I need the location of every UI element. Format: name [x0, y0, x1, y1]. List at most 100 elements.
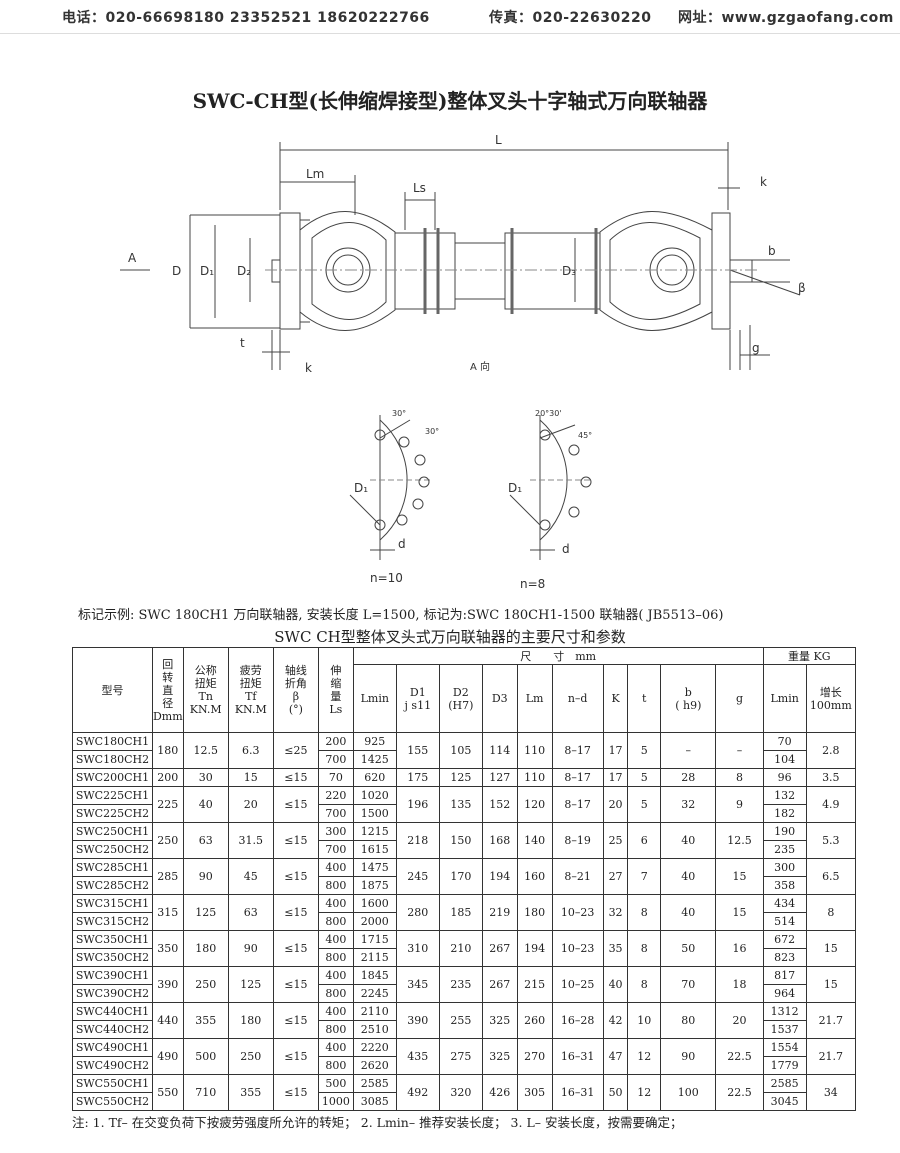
cell-lm: 110 — [516, 768, 553, 787]
cell-dmm: 390 — [151, 966, 184, 1003]
label-D1: D₁ — [200, 264, 214, 278]
cell-d3: 267 — [481, 966, 518, 1003]
fax-text: 传真：020-22630220 — [489, 10, 652, 26]
cell-k: 27 — [602, 858, 629, 895]
th-size: 尺 寸 mm — [352, 647, 764, 665]
cell-lmin: 2510 — [352, 1020, 397, 1039]
cell-weight: 434 — [762, 894, 807, 913]
label-k-top: k — [760, 175, 767, 189]
cell-dmm: 440 — [151, 1002, 184, 1039]
cell-model: SWC315CH2 — [72, 912, 153, 931]
cell-weight: 1537 — [762, 1020, 807, 1039]
cell-lmin: 2220 — [352, 1038, 397, 1057]
cell-dmm: 200 — [151, 768, 184, 787]
cell-model: SWC250CH1 — [72, 822, 153, 841]
cell-weight: 964 — [762, 984, 807, 1003]
cell-tf: 45 — [227, 858, 274, 895]
cell-weight: 514 — [762, 912, 807, 931]
cell-d2: 235 — [438, 966, 483, 1003]
cell-ls: 500 — [317, 1074, 354, 1093]
cell-lmin: 2245 — [352, 984, 397, 1003]
cell-lmin: 2585 — [352, 1074, 397, 1093]
cell-beta: ≤15 — [272, 1002, 319, 1039]
cell-ls: 400 — [317, 966, 354, 985]
cell-d1: 175 — [395, 768, 440, 787]
cell-d1: 390 — [395, 1002, 440, 1039]
th-nd: n–d — [551, 664, 604, 733]
cell-b: – — [660, 732, 717, 769]
cell-tn: 40 — [182, 786, 229, 823]
cell-model: SWC180CH1 — [72, 732, 153, 751]
cell-lm: 305 — [516, 1074, 553, 1111]
cell-d3: 426 — [481, 1074, 518, 1111]
cell-increment: 21.7 — [805, 1038, 857, 1075]
cell-t: 5 — [627, 786, 662, 823]
label-dj-10: D₁ — [354, 481, 368, 495]
cell-b: 32 — [660, 786, 717, 823]
cell-tn: 125 — [182, 894, 229, 931]
cell-model: SWC390CH2 — [72, 984, 153, 1003]
cell-t: 8 — [627, 894, 662, 931]
cell-d1: 196 — [395, 786, 440, 823]
label-D: D — [172, 264, 181, 278]
cell-model: SWC200CH1 — [72, 768, 153, 787]
cell-d3: 267 — [481, 930, 518, 967]
cell-tf: 6.3 — [227, 732, 274, 769]
phone-text: 电话：020-66698180 23352521 18620222766 — [62, 10, 430, 26]
th-t: t — [627, 664, 662, 733]
cell-model: SWC490CH1 — [72, 1038, 153, 1057]
cell-beta: ≤25 — [272, 732, 319, 769]
cell-lmin: 1500 — [352, 804, 397, 823]
cell-lmin: 1715 — [352, 930, 397, 949]
cell-ls: 70 — [317, 768, 354, 787]
cell-k: 25 — [602, 822, 629, 859]
cell-weight: 672 — [762, 930, 807, 949]
cell-t: 7 — [627, 858, 662, 895]
cell-tn: 250 — [182, 966, 229, 1003]
cell-lmin: 1845 — [352, 966, 397, 985]
cell-ls: 800 — [317, 912, 354, 931]
cell-k: 32 — [602, 894, 629, 931]
cell-lm: 194 — [516, 930, 553, 967]
cell-dmm: 250 — [151, 822, 184, 859]
cell-d2: 150 — [438, 822, 483, 859]
label-a-view: A 向 — [470, 360, 490, 373]
cell-ls: 400 — [317, 1002, 354, 1021]
cell-d2: 255 — [438, 1002, 483, 1039]
cell-g: 18 — [715, 966, 764, 1003]
cell-tn: 500 — [182, 1038, 229, 1075]
marking-example: 标记示例: SWC 180CH1 万向联轴器, 安装长度 L=1500, 标记为… — [78, 608, 724, 623]
cell-t: 10 — [627, 1002, 662, 1039]
label-k-bottom: k — [305, 361, 312, 375]
cell-weight: 132 — [762, 786, 807, 805]
cell-g: 16 — [715, 930, 764, 967]
cell-tn: 180 — [182, 930, 229, 967]
cell-b: 70 — [660, 966, 717, 1003]
cell-beta: ≤15 — [272, 894, 319, 931]
cell-k: 17 — [602, 768, 629, 787]
cell-k: 42 — [602, 1002, 629, 1039]
cell-lmin: 1020 — [352, 786, 397, 805]
cell-nd: 8–19 — [551, 822, 604, 859]
cell-g: 12.5 — [715, 822, 764, 859]
cell-ls: 700 — [317, 804, 354, 823]
cell-t: 8 — [627, 966, 662, 1003]
cell-model: SWC490CH2 — [72, 1056, 153, 1075]
label-L: L — [495, 133, 502, 147]
cell-t: 6 — [627, 822, 662, 859]
cell-t: 5 — [627, 768, 662, 787]
cell-d1: 492 — [395, 1074, 440, 1111]
cell-dmm: 285 — [151, 858, 184, 895]
cell-increment: 4.9 — [805, 786, 857, 823]
cell-weight: 817 — [762, 966, 807, 985]
cell-beta: ≤15 — [272, 822, 319, 859]
cell-lmin: 2000 — [352, 912, 397, 931]
th-b: b( h9) — [660, 664, 717, 733]
cell-lmin: 1600 — [352, 894, 397, 913]
label-D3: D₃ — [562, 264, 576, 278]
